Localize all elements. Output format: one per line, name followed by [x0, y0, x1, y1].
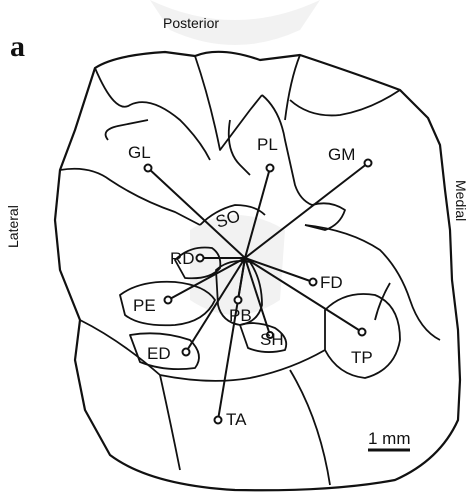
- scale-bar-label: 1 mm: [368, 429, 411, 448]
- posterior-label: Posterior: [163, 15, 219, 31]
- label-tp: TP: [351, 348, 373, 367]
- label-pb: PB: [229, 306, 252, 325]
- label-pl: PL: [257, 135, 278, 154]
- rd-dot: [197, 255, 204, 262]
- gl-dot: [145, 165, 152, 172]
- label-gl: GL: [128, 143, 151, 162]
- label-ta: TA: [226, 410, 247, 429]
- label-sh: SH: [260, 330, 284, 349]
- ed-dot: [183, 349, 190, 356]
- gm-dot: [365, 160, 372, 167]
- lateral-label: Lateral: [5, 205, 21, 248]
- scale-bar: 1 mm: [368, 429, 411, 450]
- fd-dot: [310, 279, 317, 286]
- ta-dot: [215, 417, 222, 424]
- pb-dot: [235, 297, 242, 304]
- panel-letter: a: [10, 30, 25, 63]
- label-rd: RD: [170, 249, 195, 268]
- label-pe: PE: [133, 296, 156, 315]
- pl-dot: [267, 165, 274, 172]
- label-gm: GM: [328, 145, 355, 164]
- medial-label: Medial: [453, 180, 469, 221]
- label-ed: ED: [147, 344, 171, 363]
- tp-dot: [359, 329, 366, 336]
- label-fd: FD: [320, 273, 343, 292]
- pe-dot: [165, 297, 172, 304]
